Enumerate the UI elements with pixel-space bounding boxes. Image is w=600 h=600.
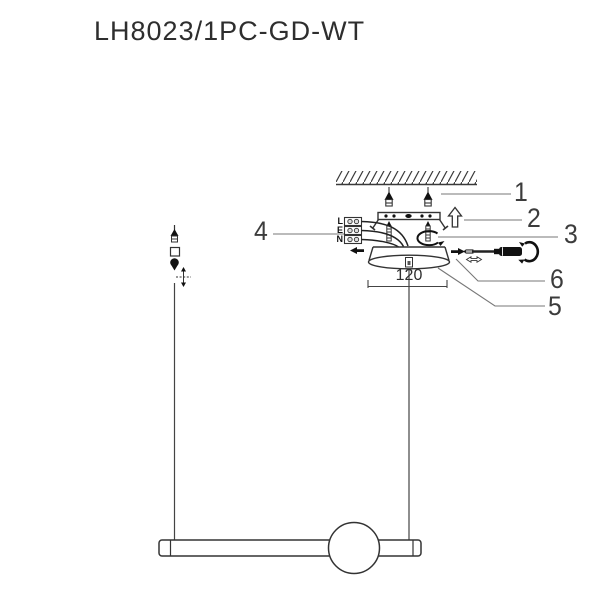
terminal-blocks (343, 216, 363, 245)
leader-6 (455, 258, 545, 282)
expansion-anchor-icon (384, 187, 433, 207)
ceiling-hatch (336, 171, 477, 186)
screwdriver-icon (472, 247, 522, 256)
callout-2: 2 (527, 203, 541, 233)
model-number-title: LH8023/1PC-GD-WT (94, 16, 366, 46)
side-screw-icon (463, 249, 483, 263)
cable-hanger-detail (169, 225, 191, 287)
terminal-label-live: L (337, 216, 344, 226)
callout-6: 6 (550, 264, 564, 294)
slide-left-arrow-icon (350, 247, 364, 254)
canopy-diameter-value: 120 (395, 267, 423, 284)
callout-3: 3 (564, 219, 578, 249)
rotate-screw-arrow-icon (416, 230, 445, 247)
dimension-line (367, 280, 448, 288)
lamp-bar (158, 539, 422, 557)
canopy (367, 246, 451, 270)
leader-5 (437, 267, 545, 307)
callout-5: 5 (548, 291, 562, 321)
supply-wires (361, 220, 409, 248)
suspension-cables (173, 267, 410, 541)
callout-1: 1 (514, 177, 528, 207)
callout-4: 4 (254, 216, 268, 246)
mounting-bracket (369, 211, 449, 231)
lamp-sphere (327, 521, 381, 575)
terminal-label-earth: E (336, 225, 343, 235)
slide-right-arrow-icon (451, 248, 465, 255)
terminal-label-neutral: N (336, 234, 344, 244)
callout-leaders (273, 193, 558, 307)
turn-arrow-icon (518, 240, 540, 264)
up-arrow-icon (447, 206, 463, 228)
